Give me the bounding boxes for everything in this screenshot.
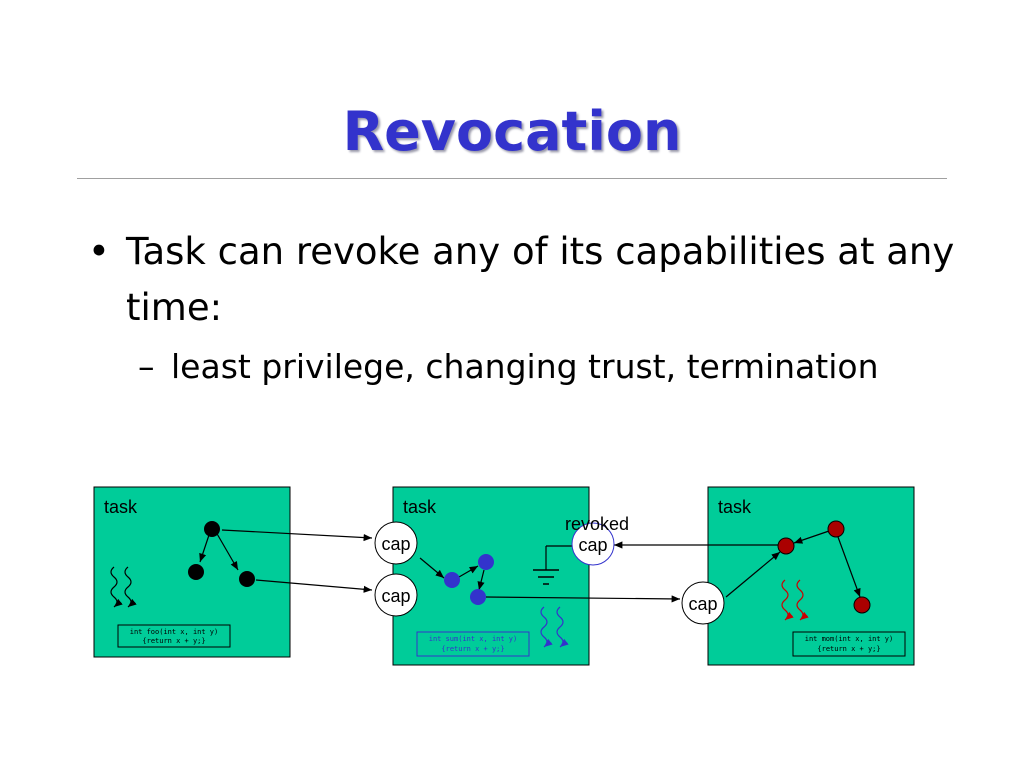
- task-1-code-box: [117, 624, 231, 648]
- bullet-list: • Task can revoke any of its capabilitie…: [88, 224, 968, 392]
- task-3-code-box: [792, 631, 906, 657]
- task-2-code-line-1: int sum(int x, int y): [429, 635, 518, 643]
- cap-node-revoked: cap: [571, 522, 615, 566]
- sub-bullet-text: least privilege, changing trust, termina…: [171, 347, 879, 386]
- task-2-code-box: [416, 631, 530, 657]
- cap-node-4: cap: [681, 581, 725, 625]
- title-divider: [77, 178, 947, 179]
- ground-icon: [533, 545, 573, 585]
- revoked-label: revoked: [565, 514, 629, 534]
- cap-label: cap: [578, 535, 607, 555]
- task-3-code-line-2: {return x + y;}: [817, 645, 880, 653]
- sub-bullet-marker: –: [138, 347, 155, 386]
- slide-title: Revocation: [342, 100, 682, 163]
- cap-label: cap: [381, 534, 410, 554]
- node-dot: [470, 589, 486, 605]
- task-3-body: [707, 486, 915, 666]
- task-box-2: task int sum(int x, int y) {return x + y…: [392, 486, 590, 666]
- cap-label: cap: [381, 586, 410, 606]
- node-dot: [444, 572, 460, 588]
- cap-label: cap: [688, 594, 717, 614]
- task-1-label: task: [104, 497, 138, 517]
- thread-squiggle-icon: [110, 566, 123, 608]
- bullet-text: Task can revoke any of its capabilities …: [126, 230, 955, 329]
- task-2-label: task: [403, 497, 437, 517]
- cap-node-1: cap: [374, 521, 418, 565]
- sub-bullet-item: – least privilege, changing trust, termi…: [88, 342, 968, 392]
- task-3-code-line-1: int mom(int x, int y): [805, 635, 894, 643]
- node-dot: [853, 596, 871, 614]
- node-dot: [827, 520, 845, 538]
- task-2-code-line-2: {return x + y;}: [441, 645, 504, 653]
- task-1-code-line-2: {return x + y;}: [142, 637, 205, 645]
- bullet-marker: •: [88, 230, 110, 273]
- node-dot: [239, 571, 255, 587]
- task-1-code-line-1: int foo(int x, int y): [130, 628, 219, 636]
- link-arrow: [255, 579, 373, 593]
- link-arrow: [485, 595, 681, 603]
- node-dot: [777, 537, 795, 555]
- cap-node-2: cap: [374, 573, 418, 617]
- node-dot: [188, 564, 204, 580]
- task-2-body: [392, 486, 590, 666]
- thread-squiggle-icon: [796, 579, 809, 621]
- link-arrow: [725, 551, 781, 598]
- node-dot: [204, 521, 220, 537]
- task-box-1: task int foo(int x, int y) {return x + y…: [93, 486, 291, 658]
- link-arrow: [221, 529, 373, 542]
- thread-squiggle-icon: [124, 566, 137, 608]
- task-box-3: task int mom(int x, int y) {return x + y…: [707, 486, 915, 666]
- node-dot: [478, 554, 494, 570]
- bullet-item: • Task can revoke any of its capabilitie…: [88, 224, 968, 336]
- thread-squiggle-icon: [781, 579, 794, 621]
- thread-squiggle-icon: [540, 606, 553, 648]
- thread-squiggle-icon: [556, 606, 569, 648]
- task-3-label: task: [718, 497, 752, 517]
